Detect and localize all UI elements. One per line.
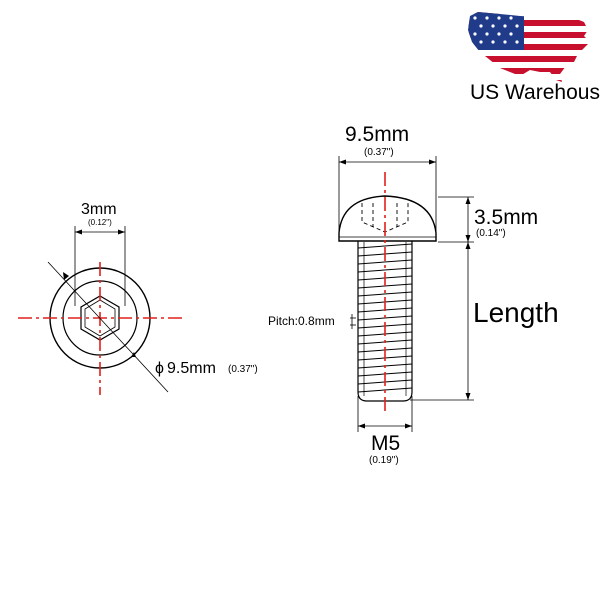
arrow-left [75,229,82,235]
diameter-label: 9.5mm [167,360,216,377]
arrow-hw-left [339,159,346,165]
head-height-inch-label: (0.14") [476,228,506,239]
diameter-symbol: ϕ [155,360,164,377]
arrow-m5-left [358,423,365,429]
head-width-label: 9.5mm [345,123,410,146]
badge-text: US Warehouse [470,81,600,104]
head-width-inch-label: (0.37") [364,147,394,158]
arrow-len-bottom [465,393,471,400]
usa-map-flag-icon [468,12,590,82]
arrow-right [118,229,125,235]
thread-size-label: M5 [371,432,401,455]
thread-size-inch-label: (0.19") [369,455,399,466]
arrow-hw-right [429,159,436,165]
diameter-leader [47,261,169,393]
screw-head [338,195,437,242]
pitch-label: Pitch:0.8mm [268,314,335,328]
arrow-diam-top [63,272,69,280]
diameter-inch-label: (0.37") [228,364,258,375]
arrow-hh-bottom [465,235,471,242]
socket-width-inch-label: (0.12") [88,218,112,227]
head-height-label: 3.5mm [474,206,539,229]
arrow-len-top [465,242,471,249]
arrow-m5-right [405,423,412,429]
side-view [338,156,474,432]
arrow-diam-bottom [131,352,136,357]
socket-width-label: 3mm [81,201,117,218]
length-label: Length [473,297,559,328]
head-view [18,226,186,395]
arrow-hh-top [465,197,471,204]
hex-socket-inner [84,299,116,337]
